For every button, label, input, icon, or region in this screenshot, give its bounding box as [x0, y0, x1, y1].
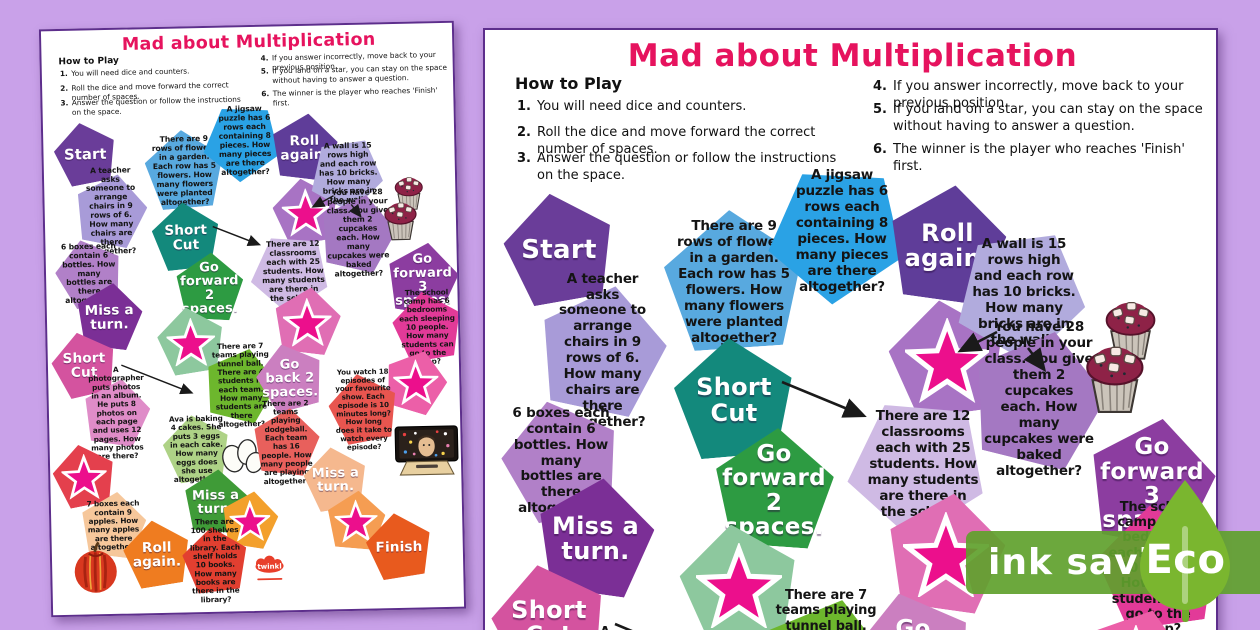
how-to-play-heading: How to Play — [515, 74, 622, 93]
instruction-item: 6.The winner is the player who reaches '… — [261, 85, 451, 108]
instruction-text: The winner is the player who reaches 'Fi… — [893, 142, 1185, 175]
instruction-number: 6. — [261, 89, 270, 99]
space-shape — [179, 523, 251, 595]
instruction-number: 1. — [59, 69, 68, 79]
instruction-text: If you answer incorrectly, move back to … — [893, 79, 1184, 112]
instruction-item: 1. You will need dice and counters. — [517, 98, 837, 115]
instruction-text: The winner is the player who reaches 'Fi… — [272, 86, 438, 108]
how-to-play-heading: How to Play — [58, 54, 119, 67]
space-question-chairs: A teacher asks someone to arrange chairs… — [540, 271, 665, 430]
apple-illustration — [69, 540, 125, 596]
page-title: Mad about Multiplication — [627, 38, 1078, 74]
space-go-back-2: Go back 2 spaces. — [855, 592, 971, 630]
twinkl-logo: twinkl — [247, 555, 293, 587]
eco-leaf-icon — [1140, 480, 1230, 622]
space-finish: Finish — [366, 512, 432, 578]
instruction-number: 4. — [260, 54, 269, 63]
space-question-jigsaw: A jigsaw puzzle has 6 rows each containi… — [777, 163, 907, 293]
cupcakes-illustration — [369, 174, 438, 243]
instruction-number: 1. — [517, 99, 531, 114]
space-roll-again-2: Roll again. — [123, 520, 190, 587]
space-question-chairs: A teacher asks someone to arrange chairs… — [75, 165, 147, 256]
instruction-item: 5.If you land on a star, you can stay on… — [261, 63, 451, 86]
instruction-item: 2. Roll the dice and move forward the cor… — [517, 124, 837, 158]
instruction-text: Roll the dice and move forward the corre… — [537, 125, 816, 158]
instruction-number: 2. — [60, 84, 69, 94]
space-shape — [483, 554, 615, 630]
instruction-number: 2. — [517, 125, 531, 140]
instruction-text: You will need dice and counters. — [537, 99, 747, 114]
eggs-illustration — [219, 437, 268, 475]
instruction-text: If you land on a star, you can stay on t… — [893, 102, 1203, 135]
instruction-item: 3. Answer the question or follow the inst… — [517, 150, 837, 184]
instruction-item: 6. The winner is the player who reaches '… — [873, 141, 1209, 175]
instruction-text: You will need dice and counters. — [71, 67, 190, 79]
space-shape — [79, 374, 154, 449]
space-shape — [362, 508, 436, 582]
instruction-number: 6. — [873, 142, 887, 157]
space-shape — [250, 336, 330, 416]
space-question-photos: A photographer puts photos in an album. … — [83, 366, 150, 461]
eco-label: Eco — [1145, 537, 1226, 583]
instruction-item: 5. If you land on a star, you can stay on… — [873, 101, 1209, 135]
tv-illustration — [385, 425, 466, 479]
space-question-shelves: There are 100 shelves in the library. Ea… — [179, 517, 251, 604]
instruction-number: 4. — [873, 79, 887, 94]
cupcakes-illustration — [1060, 298, 1180, 418]
instruction-number: 3. — [60, 99, 69, 108]
instruction-text: If you land on a star, you can stay on t… — [272, 63, 448, 86]
space-short-cut-2: Short Cut — [493, 564, 605, 630]
instruction-text: Answer the question or follow the instru… — [537, 151, 837, 184]
svg-text:twinkl: twinkl — [257, 561, 281, 571]
instruction-number: 5. — [260, 67, 269, 76]
instruction-number: 3. — [517, 151, 531, 166]
instruction-item: 4. If you answer incorrectly, move back t… — [873, 78, 1209, 112]
space-go-back-2: Go back 2 spaces. — [256, 343, 323, 410]
instruction-item: 1.You will need dice and counters. — [60, 66, 241, 79]
instruction-number: 5. — [873, 102, 887, 117]
